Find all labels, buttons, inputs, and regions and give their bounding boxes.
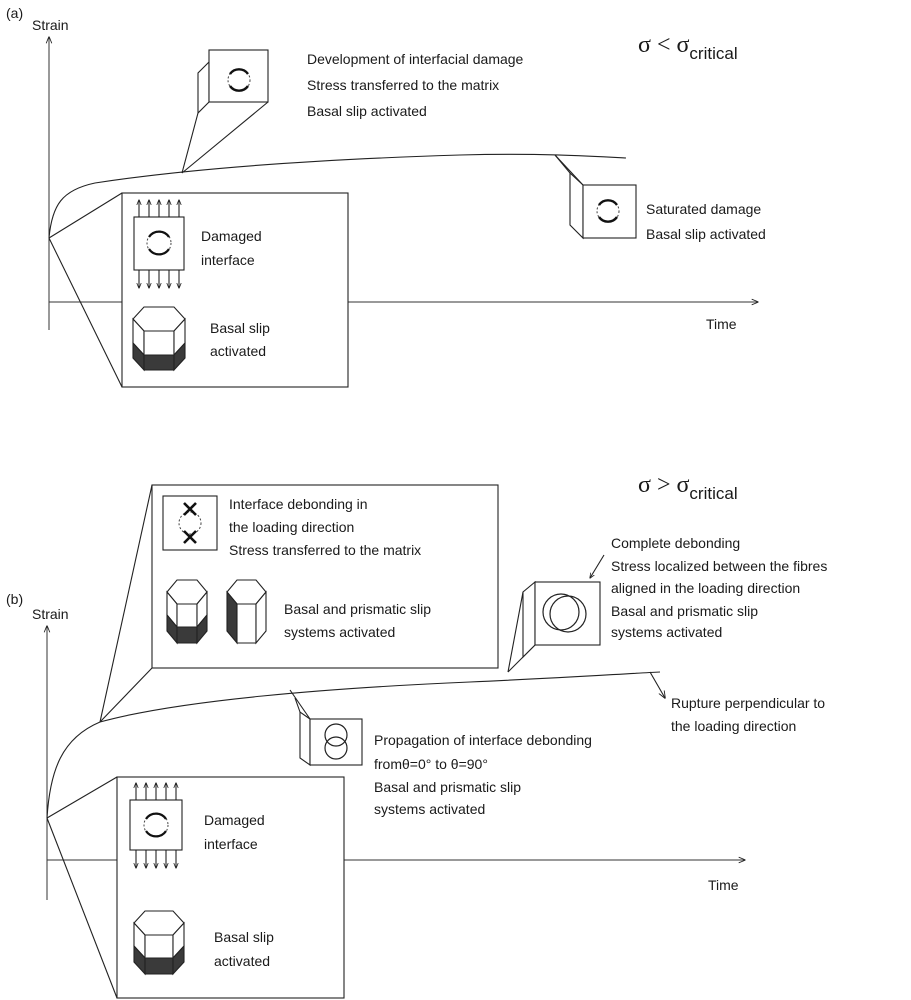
panel-b-inset-debonding: Interface debonding in the loading direc…: [99, 484, 499, 723]
prismatic-slip-prism-icon: [226, 579, 267, 645]
propagation-line-4: systems activated: [374, 801, 485, 817]
inset-a-damaged-line-2: interface: [201, 252, 255, 268]
inset-b2-slip-line-1: Basal slip: [214, 929, 274, 945]
inset-b2-damaged-line-2: interface: [204, 836, 258, 852]
panel-b-strain-curve: [46, 671, 661, 819]
complete-line-1: Complete debonding: [611, 535, 740, 551]
panel-b-x-axis-label: Time: [708, 877, 739, 893]
panel-a-callout-interfacial-damage: Development of interfacial damage Stress…: [181, 49, 524, 174]
inset-b2-slip-line-2: activated: [214, 953, 270, 969]
basal-slip-prism-icon-b2: [133, 910, 185, 976]
callout-saturated-line-2: Basal slip activated: [646, 226, 766, 242]
propagation-line-2: fromθ=0° to θ=90°: [374, 756, 488, 772]
callout-interfacial-damage-line-3: Basal slip activated: [307, 103, 427, 119]
panel-b-y-axis-label: Strain: [32, 606, 69, 622]
complete-line-5: systems activated: [611, 624, 722, 640]
propagation-line-3: Basal and prismatic slip: [374, 779, 521, 795]
panel-b-callout-complete-debonding: Complete debonding Stress localized betw…: [507, 535, 827, 673]
debonding-cross-icon: [162, 495, 218, 551]
callout-interfacial-damage-line-2: Stress transferred to the matrix: [307, 77, 499, 93]
inset-a-slip-line-2: activated: [210, 343, 266, 359]
damaged-interface-icon-b: [129, 783, 183, 868]
panel-a-label: (a): [6, 5, 23, 21]
rupture-arrow: [649, 671, 665, 698]
inset-b-debond-line-2: the loading direction: [229, 519, 354, 535]
panel-b: (b) Strain Time Rupture perpendicular to…: [6, 472, 827, 999]
panel-a-x-axis-label: Time: [706, 316, 737, 332]
complete-line-2: Stress localized between the fibres: [611, 558, 827, 574]
complete-line-3: aligned in the loading direction: [611, 580, 800, 596]
inset-b-slip-line-1: Basal and prismatic slip: [284, 601, 431, 617]
inset-b-debond-line-3: Stress transferred to the matrix: [229, 542, 421, 558]
inset-b2-damaged-line-1: Damaged: [204, 812, 265, 828]
basal-slip-prism-icon-b: [166, 579, 208, 645]
callout-saturated-line-1: Saturated damage: [646, 201, 761, 217]
panel-a-y-axis-label: Strain: [32, 17, 69, 33]
basal-slip-prism-icon: [132, 306, 186, 372]
panel-a: (a) Strain Time σ < σcritical Developmen…: [6, 5, 766, 388]
panel-a-callout-saturated-damage: Saturated damage Basal slip activated: [554, 154, 766, 242]
panel-a-condition: σ < σcritical: [638, 32, 738, 63]
complete-line-4: Basal and prismatic slip: [611, 603, 758, 619]
panel-b-inset-damage: Damaged interface Basal slip activated: [46, 776, 345, 999]
rupture-line-1: Rupture perpendicular to: [671, 695, 825, 711]
inset-b-debond-line-1: Interface debonding in: [229, 496, 368, 512]
inset-a-slip-line-1: Basal slip: [210, 320, 270, 336]
panel-b-label: (b): [6, 591, 23, 607]
callout-interfacial-damage-line-1: Development of interfacial damage: [307, 51, 524, 67]
propagation-line-1: Propagation of interface debonding: [374, 732, 592, 748]
panel-a-inset: Damaged interface Basal slip activated: [48, 192, 349, 388]
panel-b-condition: σ > σcritical: [638, 472, 738, 503]
inset-a-damaged-line-1: Damaged: [201, 228, 262, 244]
panel-b-callout-propagation: Propagation of interface debonding fromθ…: [289, 689, 592, 817]
damaged-interface-icon: [133, 200, 185, 288]
panel-a-strain-curve: [48, 153, 627, 239]
inset-b-slip-line-2: systems activated: [284, 624, 395, 640]
rupture-line-2: the loading direction: [671, 718, 796, 734]
